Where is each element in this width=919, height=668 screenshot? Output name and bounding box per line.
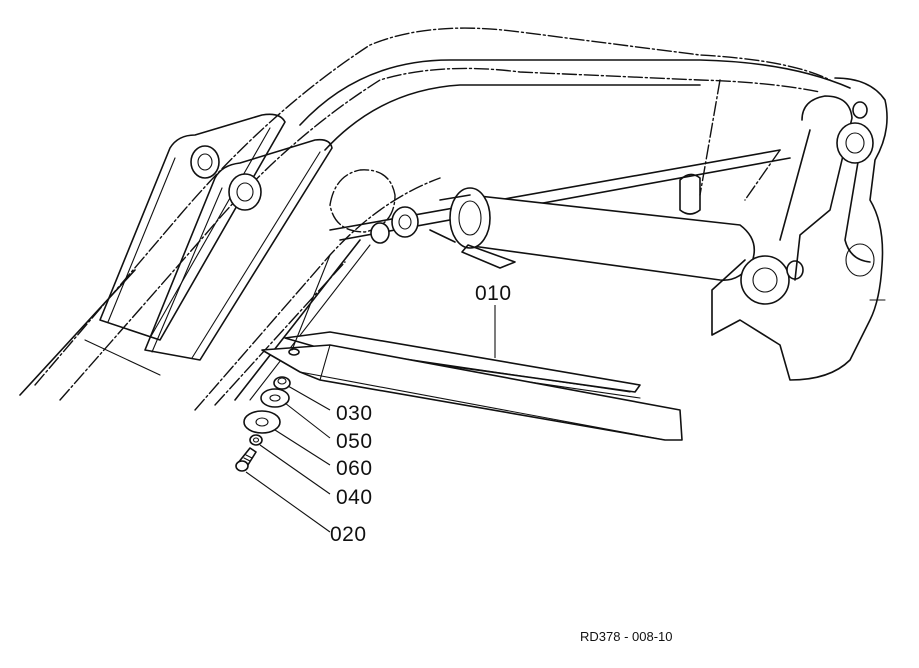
washer-050 — [260, 388, 290, 408]
hydraulic-cylinder — [370, 187, 804, 305]
callout-040: 040 — [336, 486, 373, 509]
callout-labels: 010 030 050 060 040 020 — [330, 282, 512, 546]
leader-020 — [245, 471, 331, 533]
hardware-stack — [235, 254, 331, 472]
callout-020: 020 — [330, 523, 367, 546]
leader-040 — [259, 444, 331, 495]
spacer-030 — [273, 376, 291, 390]
leader-lines — [245, 305, 496, 533]
callout-060: 060 — [336, 457, 373, 480]
drawing-reference-code: RD378 - 008-10 — [580, 629, 673, 644]
lock-washer-040 — [249, 434, 263, 446]
callout-050: 050 — [336, 430, 373, 453]
callout-030: 030 — [336, 402, 373, 425]
callout-010: 010 — [475, 282, 512, 305]
pivot-bracket — [679, 77, 888, 381]
bolt-020 — [235, 447, 257, 472]
leader-050 — [284, 402, 331, 439]
washer-060 — [243, 410, 281, 434]
bracket-plates — [19, 113, 333, 396]
shield-plate-010 — [261, 331, 683, 441]
leader-030 — [287, 385, 331, 411]
leader-060 — [274, 429, 331, 466]
